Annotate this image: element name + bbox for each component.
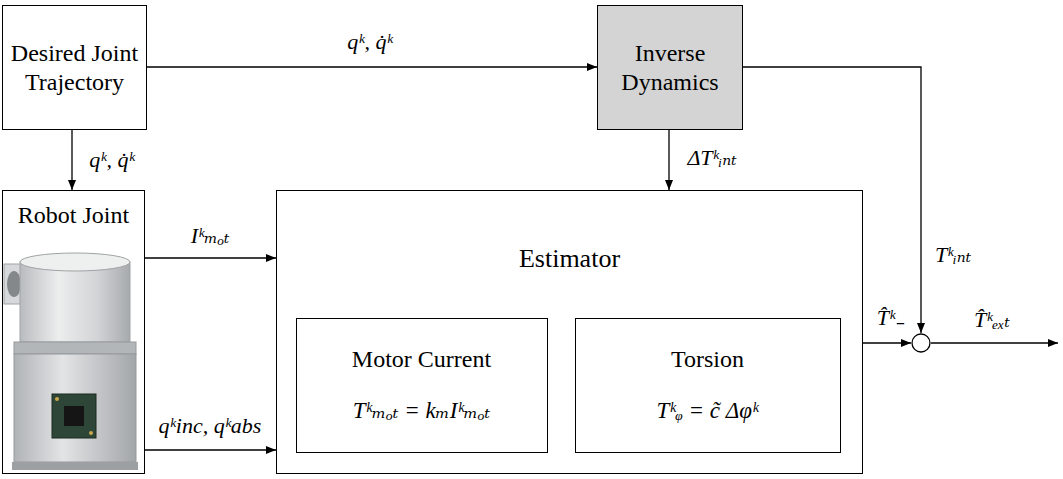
signal-label: Iᵏₘₒₜ	[189, 223, 232, 248]
process-box: Inverse Dynamics	[597, 5, 743, 130]
signal-arrow	[71, 130, 72, 190]
signal-arrow	[145, 449, 276, 450]
signal-arrow	[863, 342, 911, 343]
signal-arrow	[147, 66, 597, 67]
lower-housing	[14, 354, 136, 462]
node-formula: Tᵏᵩ = c̃ Δφᵏ	[657, 397, 759, 425]
node-title: Inverse Dynamics	[604, 39, 736, 97]
estimator-box: EstimatorMotor CurrentTᵏₘₒₜ = kₘIᵏₘₒₜTor…	[276, 190, 863, 474]
node-title: Motor Current	[352, 345, 491, 374]
node-title: Estimator	[519, 243, 620, 274]
plant-box: Robot Joint	[2, 190, 145, 474]
signal-arrow	[743, 67, 921, 333]
signal-arrow	[668, 130, 669, 190]
node-title: Torsion	[671, 345, 744, 374]
node-formula: Tᵏₘₒₜ = kₘIᵏₘₒₜ	[353, 397, 490, 425]
pad	[55, 397, 59, 401]
signal-label: qᵏ, q̇ᵏ	[345, 29, 394, 54]
summing-junction: −	[911, 333, 931, 353]
source-box: Desired Joint Trajectory	[2, 5, 147, 130]
signal-arrow	[145, 257, 276, 258]
signal-label: T̂ᵏ	[875, 305, 897, 330]
signal-label: Tᵏᵢₙₜ	[933, 242, 973, 267]
chip	[64, 406, 84, 426]
upper-drum	[20, 262, 130, 342]
joint-ring	[14, 342, 136, 354]
joint-base	[12, 462, 138, 470]
node-title: Robot Joint	[18, 201, 129, 230]
sub-estimator-box: TorsionTᵏᵩ = c̃ Δφᵏ	[575, 318, 841, 453]
signal-label: ΔTᵏᵢₙₜ	[685, 145, 738, 170]
drum-top	[20, 253, 130, 271]
flange-opening	[7, 271, 21, 297]
robot-joint-photo	[4, 253, 138, 470]
node-title: Desired Joint Trajectory	[9, 39, 140, 97]
junction-outline	[911, 333, 931, 353]
sub-estimator-box: Motor CurrentTᵏₘₒₜ = kₘIᵏₘₒₜ	[296, 318, 548, 453]
pad	[89, 431, 93, 435]
signal-label: qᵏinc, qᵏabs	[157, 413, 264, 438]
output-arrow	[931, 342, 1058, 343]
junction-circle	[912, 334, 930, 352]
signal-label: T̂ᵏₑₓₜ	[972, 307, 1012, 332]
signal-label: qᵏ, q̇ᵏ	[87, 147, 136, 172]
circuit-board	[52, 394, 96, 438]
